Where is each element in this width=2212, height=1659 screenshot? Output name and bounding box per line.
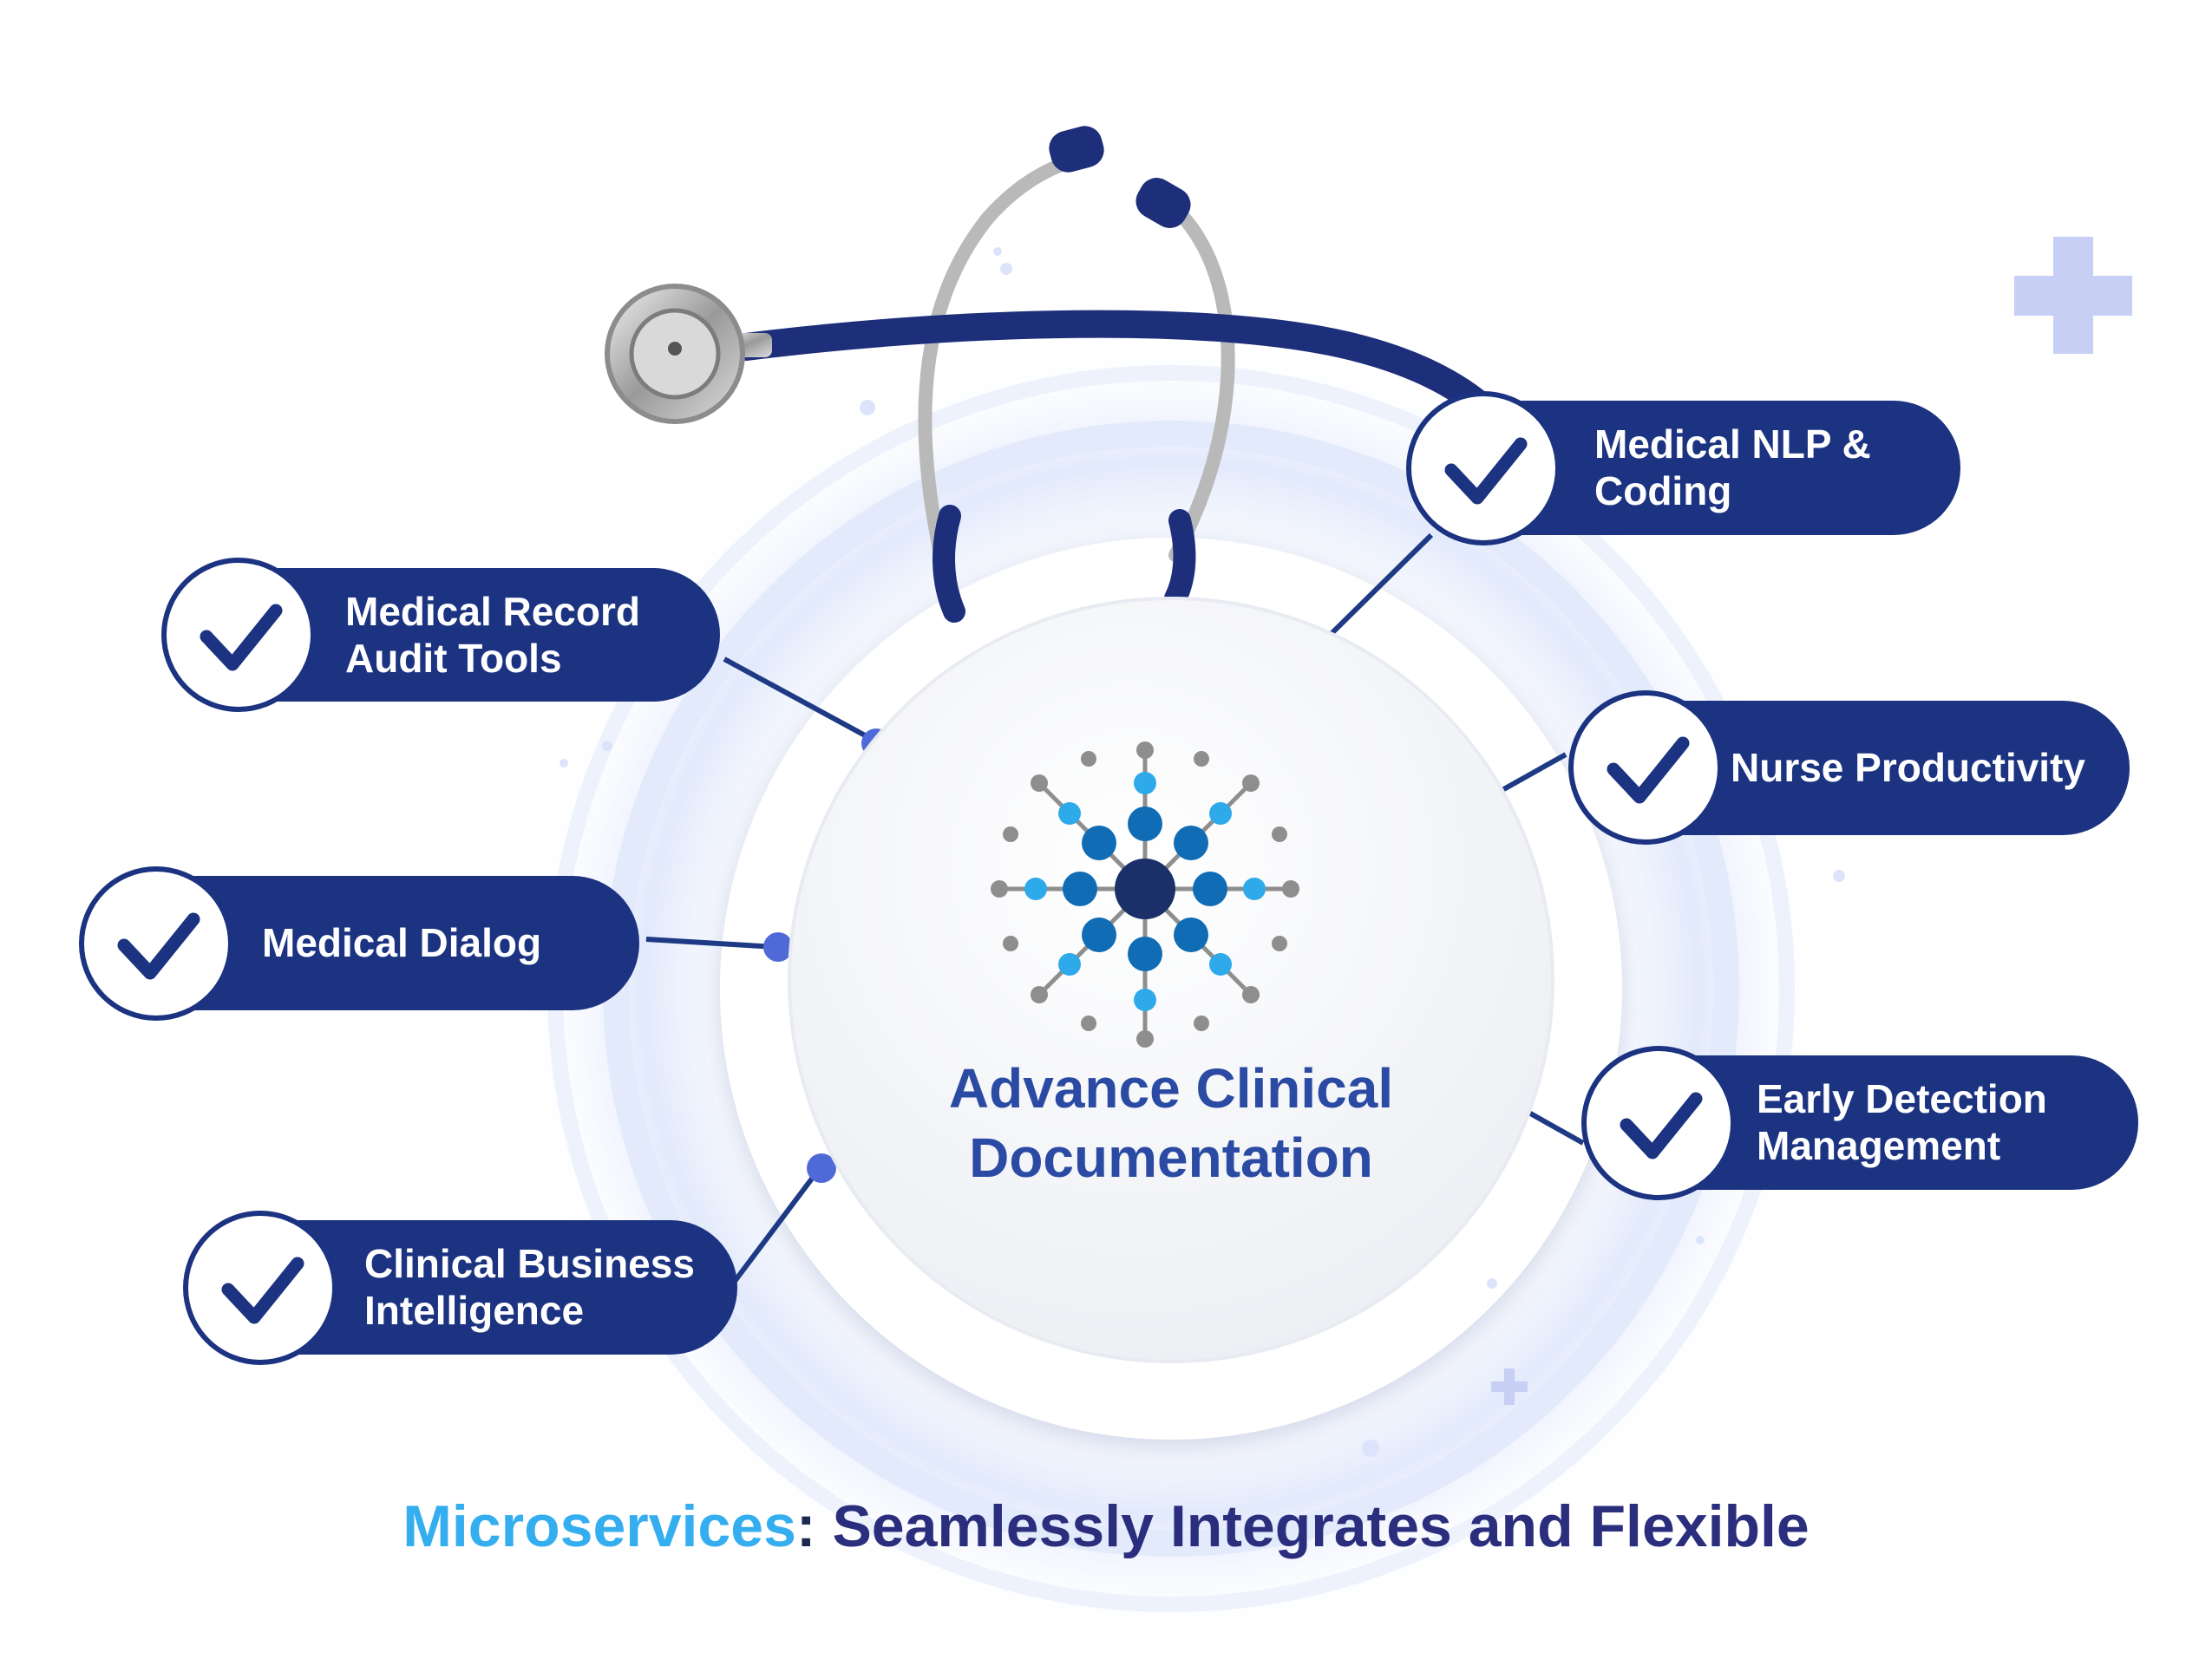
- feature-pill-medical-nlp: [1406, 391, 1960, 545]
- feature-label-early-detection: Early Detection Management: [1757, 1076, 2047, 1168]
- plus-icon: [2014, 237, 2132, 354]
- stethoscope-image: [605, 126, 1506, 623]
- check-icon: [1444, 437, 1528, 505]
- footer-rest: Seamlessly Integrates and Flexible: [815, 1493, 1810, 1559]
- footer-colon: :: [795, 1493, 816, 1559]
- check-icon: [1607, 736, 1690, 804]
- check-icon: [117, 912, 200, 980]
- connector-medical-dialog: [645, 937, 777, 950]
- feature-pill-early-detection: [1581, 1046, 2138, 1200]
- connector-medical-record-audit: [723, 656, 878, 744]
- check-icon: [221, 1257, 304, 1324]
- feature-label-nurse-productivity: Nurse Productivity: [1731, 745, 2085, 790]
- feature-label-clinical-bi: Clinical Business Intelligence: [364, 1241, 695, 1333]
- feature-pill-nurse-productivity: [1568, 690, 2130, 845]
- connector-clinical-bi: [730, 1166, 822, 1285]
- feature-pill-medical-dialog: [79, 866, 639, 1021]
- check-icon: [1620, 1092, 1703, 1159]
- feature-pill-medical-record-audit: [161, 558, 720, 712]
- feature-pill-clinical-bi: [183, 1211, 737, 1365]
- plus-icon: [1491, 1368, 1528, 1405]
- footer-tagline: Microservices: Seamlessly Integrates and…: [0, 1492, 2212, 1561]
- feature-label-medical-record-audit: Medical Record Audit Tools: [345, 589, 640, 681]
- feature-label-medical-dialog: Medical Dialog: [262, 920, 542, 965]
- hub-title: Advance Clinical Documentation: [948, 1057, 1394, 1189]
- hub-circle: [788, 597, 1554, 1363]
- network-node-icon: [991, 741, 1299, 1048]
- feature-label-medical-nlp: Medical NLP & Coding: [1594, 421, 1871, 513]
- check-icon: [200, 604, 283, 671]
- footer-accent: Microservices: [402, 1493, 796, 1559]
